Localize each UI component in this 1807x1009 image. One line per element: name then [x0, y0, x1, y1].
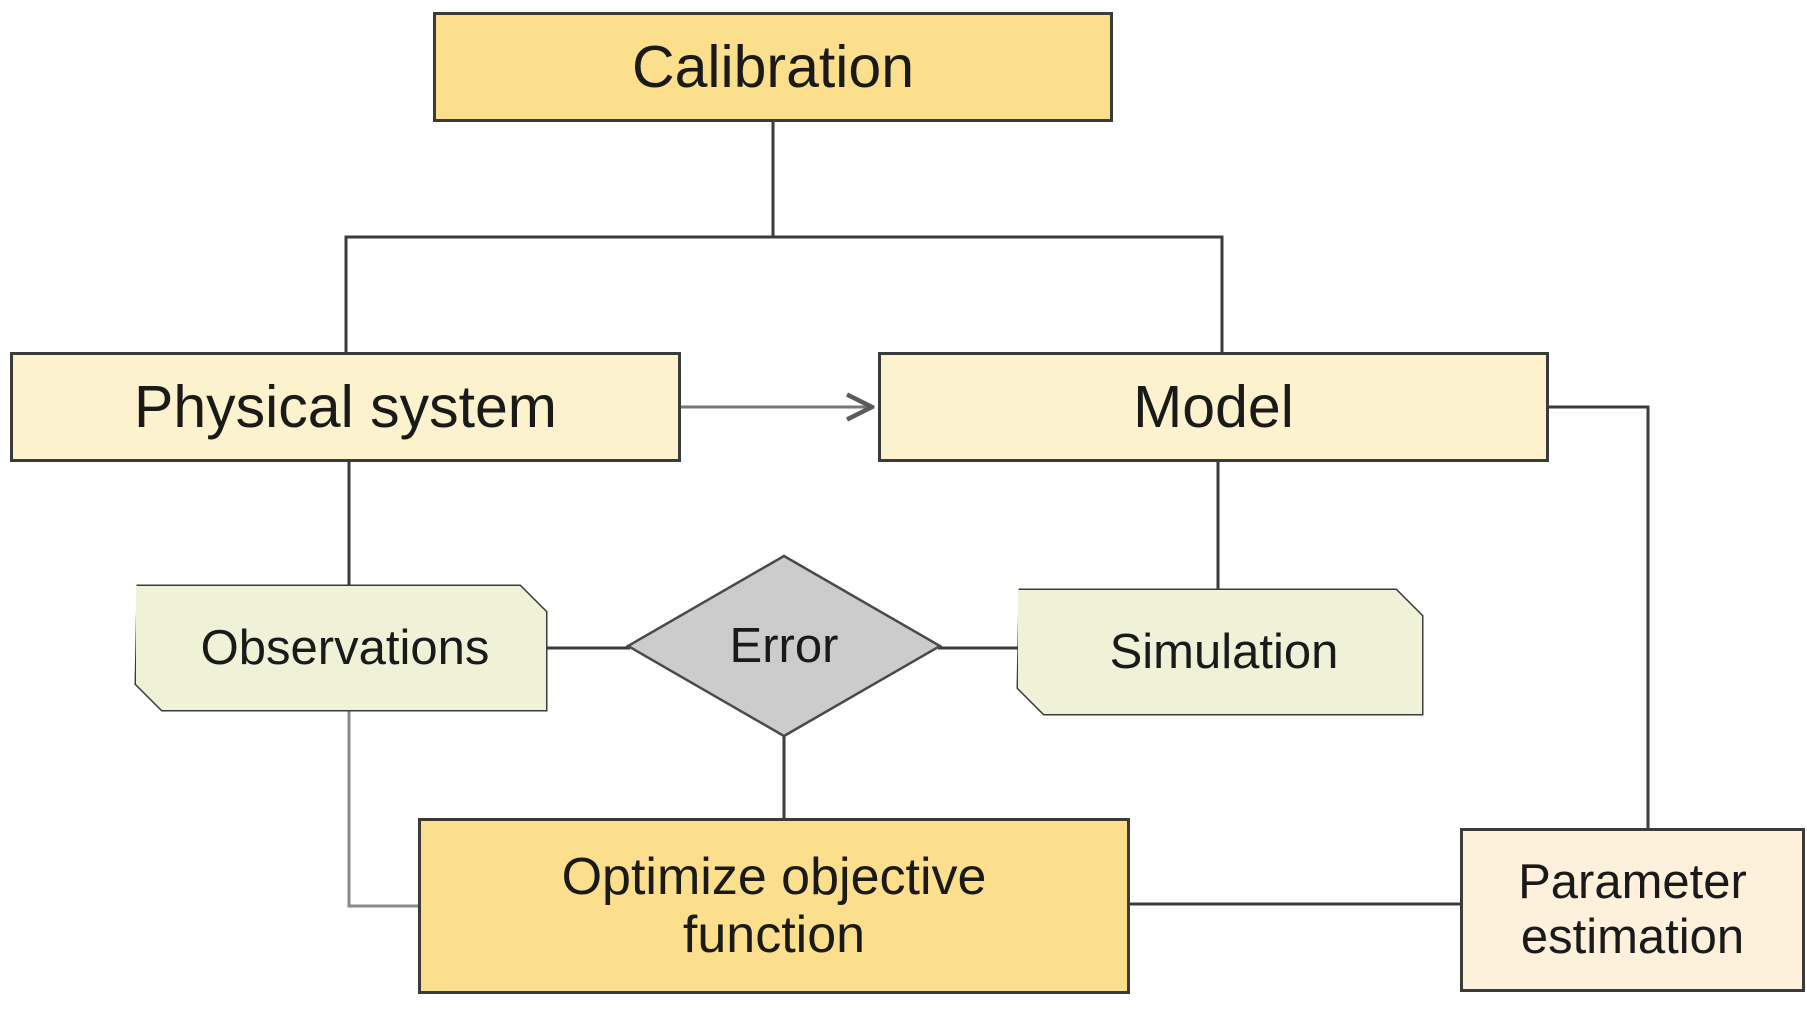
error-diamond-shape: [625, 554, 943, 738]
node-error[interactable]: Error: [628, 556, 940, 736]
node-optimize-objective-function[interactable]: Optimize objective function: [418, 818, 1130, 994]
edge-parameter-estimation-to-model: [1549, 405, 1650, 828]
node-observations[interactable]: Observations: [136, 586, 546, 710]
node-model[interactable]: Model: [878, 352, 1549, 462]
node-simulation[interactable]: Simulation: [1018, 590, 1422, 714]
node-physical-system[interactable]: Physical system: [10, 352, 681, 462]
node-observations-label: Observations: [200, 620, 490, 675]
node-parameter-estimation-label: Parameter estimation: [1518, 855, 1747, 964]
node-physical-system-label: Physical system: [134, 373, 557, 440]
node-parameter-estimation[interactable]: Parameter estimation: [1460, 828, 1805, 992]
node-error-label: Error: [729, 618, 839, 673]
edge-calibration-to-physical-system: [344, 122, 775, 352]
node-optimize-objective-function-label: Optimize objective function: [561, 847, 987, 964]
node-calibration[interactable]: Calibration: [433, 12, 1113, 122]
edge-calibration-to-model: [773, 235, 1224, 352]
node-simulation-label: Simulation: [1109, 624, 1339, 679]
node-model-label: Model: [1133, 373, 1294, 440]
node-calibration-label: Calibration: [631, 33, 915, 100]
edge-observations-to-optimize: [347, 710, 418, 908]
